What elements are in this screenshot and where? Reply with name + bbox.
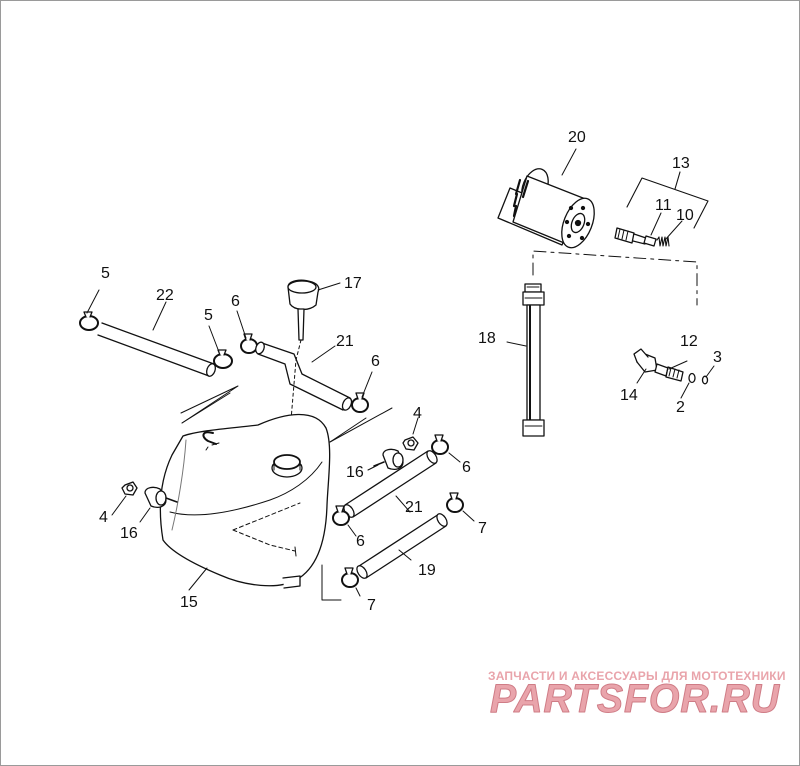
- washer-2: [688, 372, 696, 384]
- callout-4: 4: [413, 405, 422, 422]
- nut-4a: [121, 481, 138, 496]
- callout-7: 7: [478, 520, 487, 537]
- clamp-6b: [351, 392, 369, 413]
- clamp-7b: [341, 567, 359, 588]
- leaders-5-22: [86, 289, 220, 353]
- clamp-5b: [213, 349, 233, 369]
- callout-16: 16: [346, 464, 364, 481]
- oil-filter-20: [497, 168, 595, 249]
- callout-6: 6: [371, 353, 380, 370]
- leader-18: [506, 341, 527, 347]
- callout-22: 22: [156, 287, 174, 304]
- leader-15: [188, 567, 208, 591]
- bracket-13: [626, 171, 709, 229]
- watermark-brand: PARTSFOR.RU: [490, 677, 780, 721]
- nut-4b: [402, 436, 419, 451]
- bumper-16b: [373, 448, 404, 470]
- callout-14: 14: [620, 387, 638, 404]
- alignment-line: [532, 250, 698, 306]
- callout-labels: 20 13 11 10 5 22 17 5 6 21 6 18 12 3 14 …: [99, 129, 722, 614]
- callout-15: 15: [180, 594, 198, 611]
- callout-21: 21: [336, 333, 354, 350]
- watermark-subtitle: ЗАПЧАСТИ И АКСЕССУАРЫ ДЛЯ МОТОТЕХНИКИ: [488, 669, 786, 683]
- callout-3: 3: [713, 349, 722, 366]
- leader-11-10: [650, 212, 683, 241]
- clamp-6a: [240, 333, 258, 354]
- hose-21a: [255, 341, 353, 411]
- leader-20: [561, 148, 577, 176]
- fitting-11: [614, 227, 657, 247]
- callout-12: 12: [680, 333, 698, 350]
- callout-7: 7: [367, 597, 376, 614]
- callout-13: 13: [672, 155, 690, 172]
- clamp-7a: [446, 492, 464, 513]
- spring-10: [656, 236, 670, 247]
- clamp-6d: [332, 505, 350, 526]
- callout-5: 5: [101, 265, 110, 282]
- callout-6: 6: [462, 459, 471, 476]
- callout-21: 21: [405, 499, 423, 516]
- clamp-5a: [79, 311, 99, 331]
- callout-20: 20: [568, 129, 586, 146]
- leaders-7-19: [355, 510, 475, 597]
- leaders-4b-16b: [367, 417, 419, 471]
- leaders-6-21b: [347, 452, 461, 537]
- washer-3: [701, 375, 709, 385]
- clamp-6c: [431, 434, 449, 455]
- callout-10: 10: [676, 207, 694, 224]
- callout-17: 17: [344, 275, 362, 292]
- leaders-6-21: [236, 310, 373, 398]
- fitting-12: [633, 348, 684, 382]
- callout-16: 16: [120, 525, 138, 542]
- leaders-4-16: [111, 495, 151, 523]
- bumper-16a: [144, 486, 178, 508]
- callout-5: 5: [204, 307, 213, 324]
- hose-22: [97, 322, 217, 377]
- leader-17: [317, 282, 341, 291]
- oil-tank-15: [159, 392, 393, 589]
- callout-6: 6: [356, 533, 365, 550]
- hose-19: [356, 513, 448, 579]
- tank-outline-lines: [180, 385, 367, 601]
- callout-2: 2: [676, 399, 685, 416]
- callout-6: 6: [231, 293, 240, 310]
- dipstick-17: [287, 279, 320, 421]
- leaders-12-3-14-2: [636, 360, 715, 399]
- tube-18: [522, 283, 545, 437]
- hose-21b: [343, 450, 438, 518]
- callout-4: 4: [99, 509, 108, 526]
- callout-18: 18: [478, 330, 496, 347]
- callout-11: 11: [655, 197, 672, 214]
- callout-19: 19: [418, 562, 436, 579]
